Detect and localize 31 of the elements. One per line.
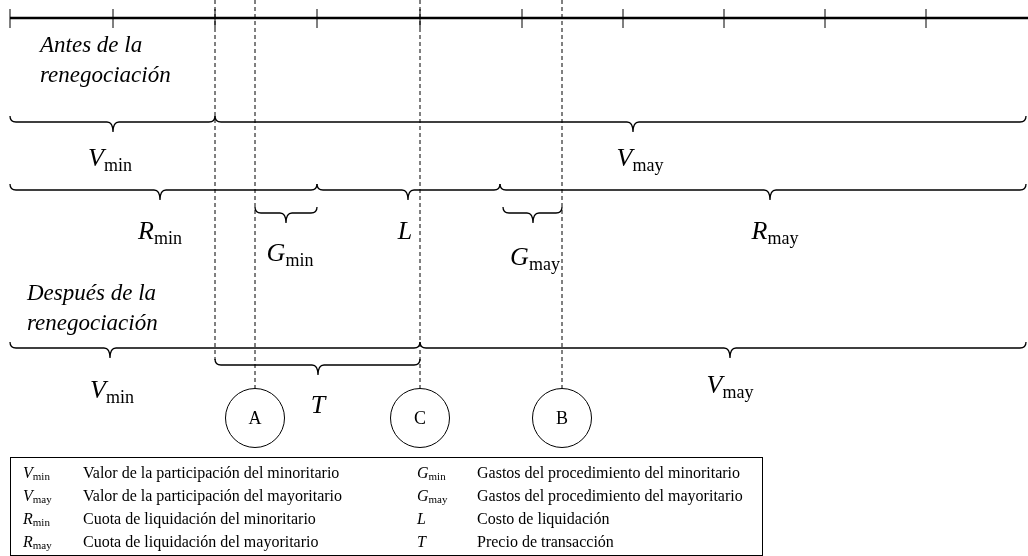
legend-symbol: T — [417, 531, 428, 552]
legend-description: Gastos del procedimiento del minoritario — [477, 462, 742, 484]
legend-description: Precio de transacción — [477, 531, 615, 552]
legend-symbol: L — [417, 508, 427, 529]
legend-symbol: V$_{min}$ — [23, 462, 51, 484]
legend-symbol: G$_{min}$ — [417, 462, 447, 484]
brace-label: V$_{min}$ — [88, 143, 132, 173]
legend-description: Cuota de liquidación del mayoritario — [83, 531, 320, 553]
brace-label: R$_{min}$ — [138, 216, 182, 246]
dashed-leader-line — [419, 0, 421, 389]
brace-label: R$_{may}$ — [751, 216, 799, 246]
legend-description: Valor de la participación del minoritario — [83, 462, 341, 484]
brace-label: V$_{min}$ — [90, 375, 134, 405]
legend-symbol: G$_{may}$ — [417, 485, 449, 507]
legend-description: Valor de la participación del mayoritario — [83, 485, 343, 507]
section-heading: Después de la renegociación — [27, 279, 159, 337]
dashed-leader-line — [561, 0, 563, 389]
legend-symbol: R$_{min}$ — [23, 508, 51, 530]
legend-description: Costo de liquidación — [477, 508, 611, 530]
legend-symbol: R$_{may}$ — [23, 531, 53, 553]
brace-label: G$_{min}$ — [266, 238, 314, 268]
brace-label: L — [397, 216, 413, 246]
section-heading: Antes de la renegociación — [40, 31, 172, 89]
brace-label: V$_{may}$ — [706, 370, 754, 400]
brace-label: V$_{may}$ — [616, 143, 664, 173]
brace-label: T — [310, 390, 326, 420]
legend-symbol: V$_{may}$ — [23, 485, 53, 507]
dashed-leader-line — [254, 0, 256, 389]
brace-label: G$_{may}$ — [510, 242, 560, 272]
legend-description: Cuota de liquidación del minoritario — [83, 508, 317, 530]
legend-description: Gastos del procedimiento del mayoritario — [477, 485, 744, 507]
